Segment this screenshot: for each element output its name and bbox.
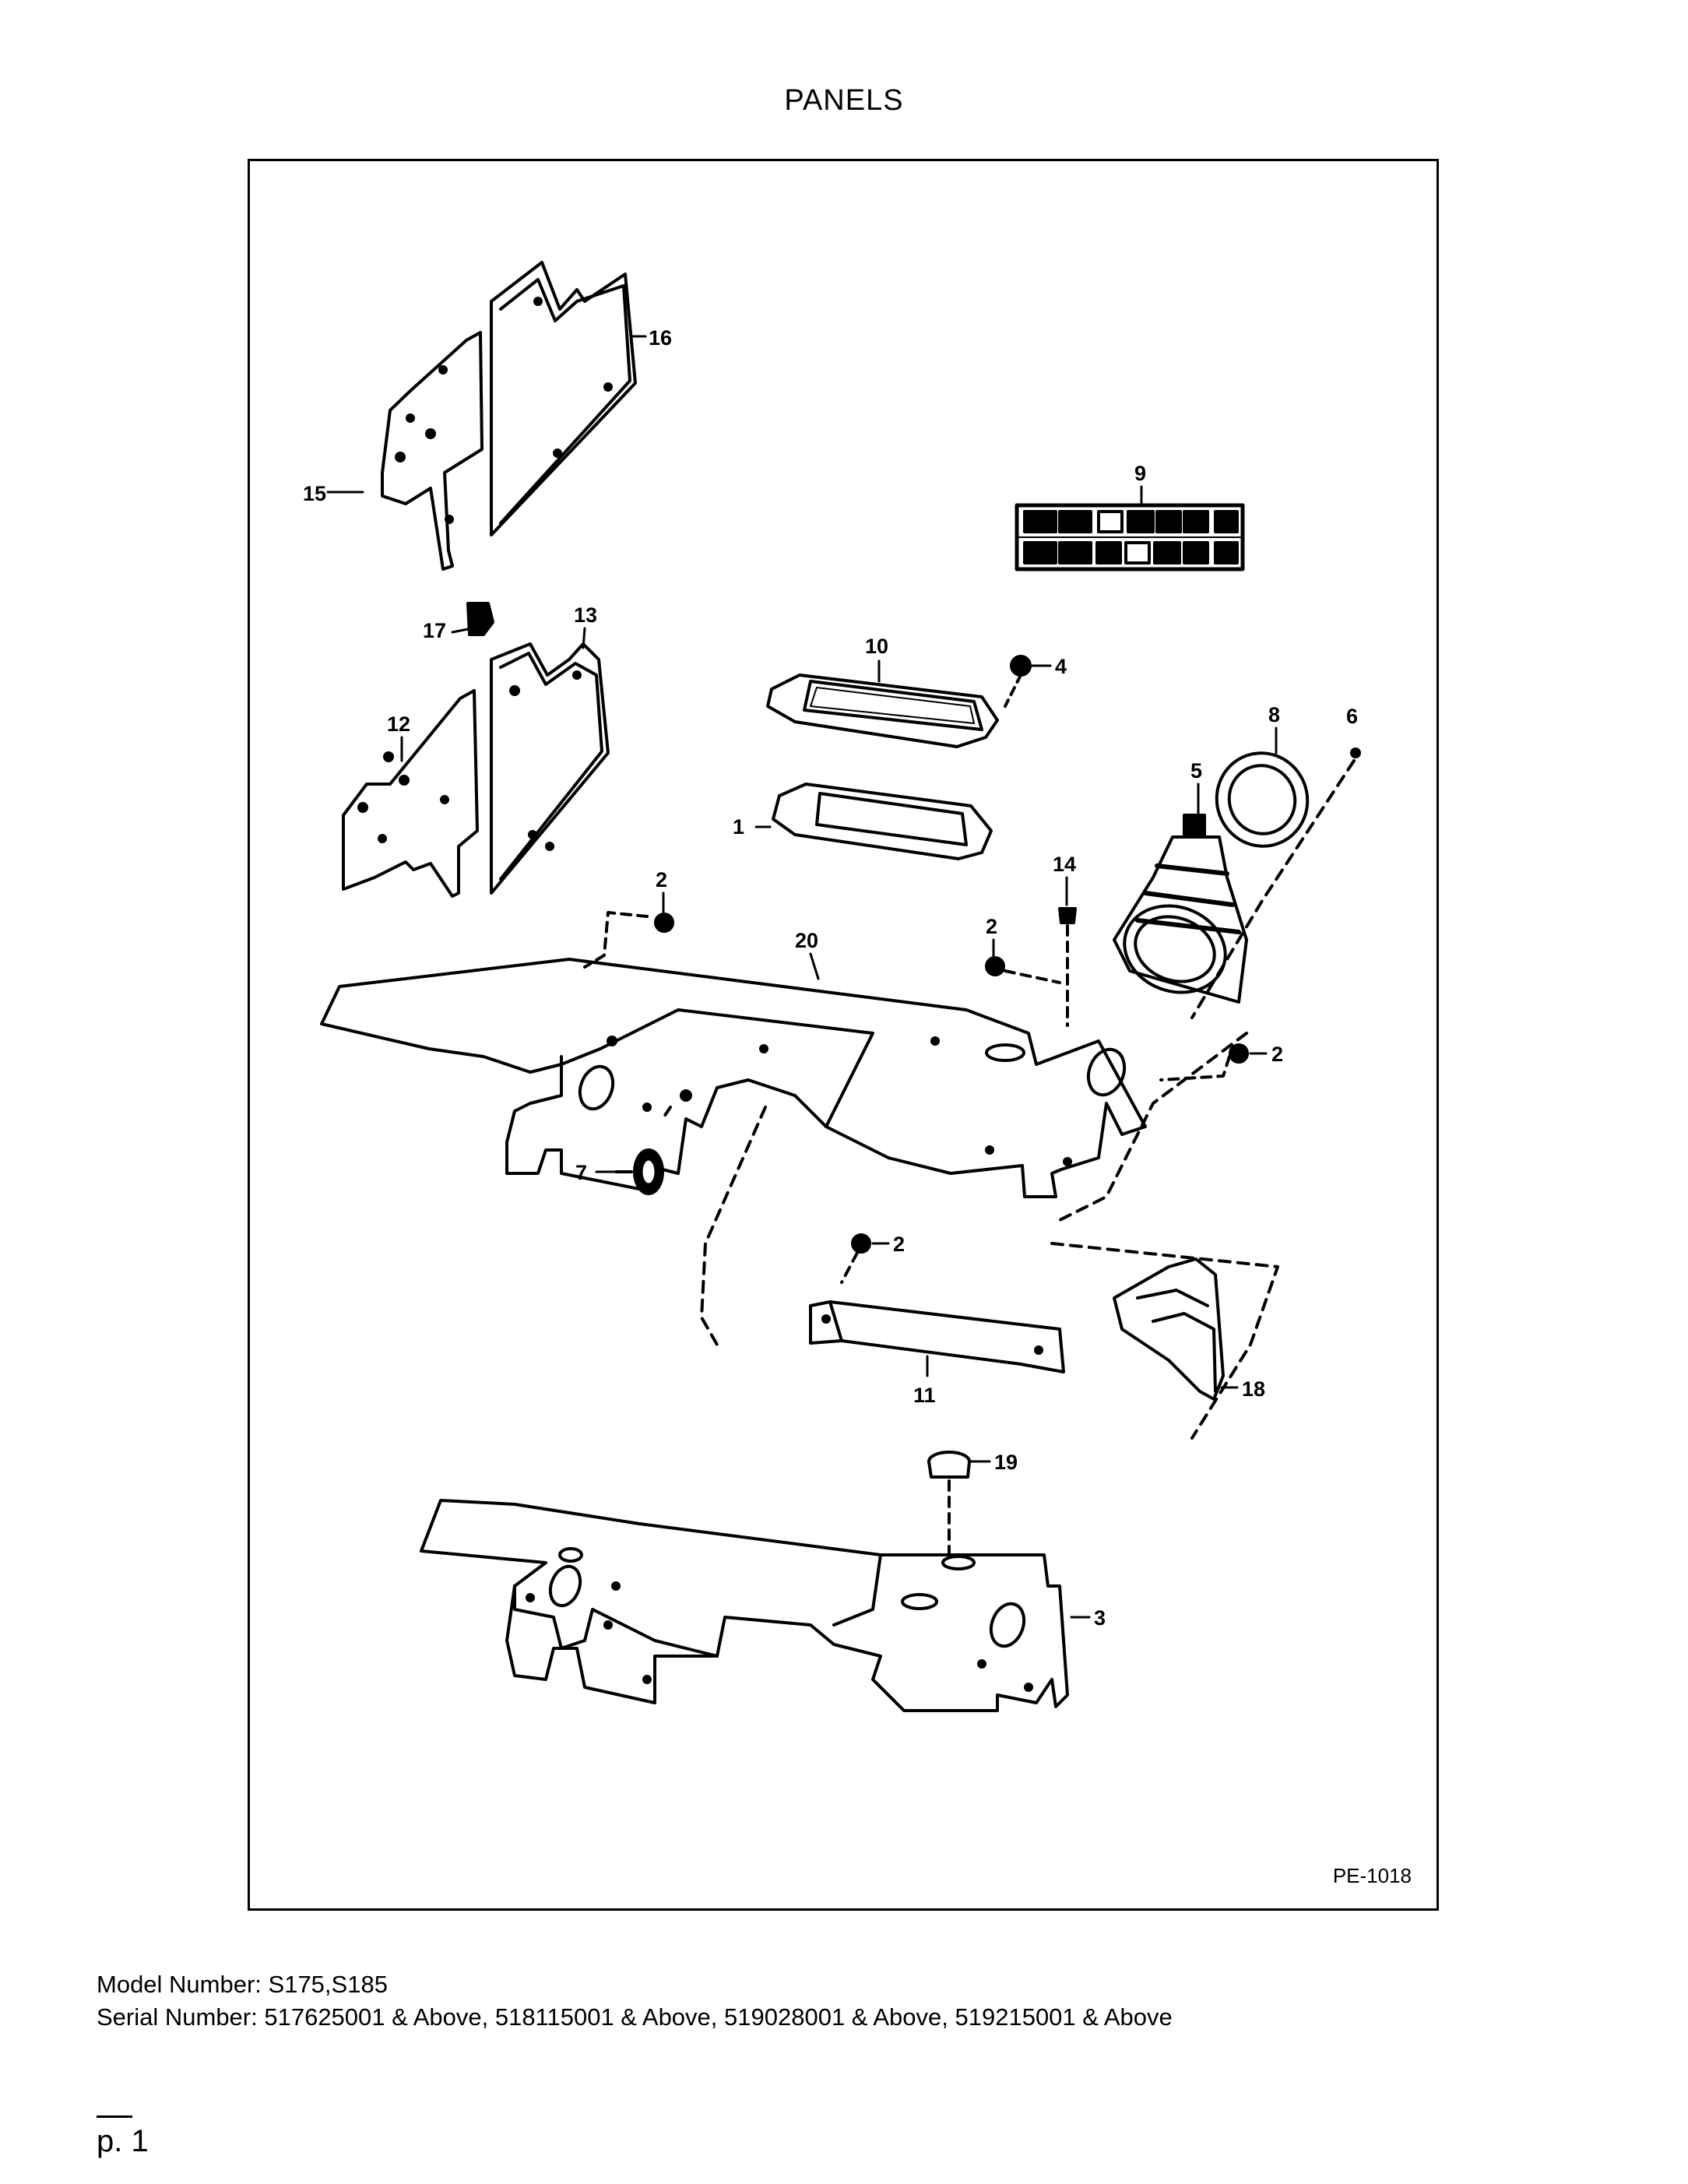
callout-2-a: 2 — [656, 868, 667, 892]
callout-18: 18 — [1242, 1377, 1265, 1401]
callout-3: 3 — [1094, 1606, 1106, 1630]
part-16-panel — [490, 261, 637, 536]
serial-number: Serial Number: 517625001 & Above, 518115… — [97, 2003, 1173, 2031]
part-18-mount — [1113, 1257, 1225, 1401]
part-15-panel — [381, 331, 484, 571]
callout-2-c: 2 — [1271, 1043, 1283, 1066]
part-6-fastener — [1190, 747, 1361, 1019]
callout-19: 19 — [994, 1451, 1018, 1474]
callout-16: 16 — [649, 326, 672, 350]
leader-lines — [326, 335, 1278, 1619]
part-12-panel — [342, 689, 479, 898]
part-2-screws — [583, 911, 1249, 1254]
callout-12: 12 — [387, 712, 410, 736]
part-10-bezel — [766, 673, 999, 748]
part-1-gasket — [772, 783, 993, 860]
model-number: Model Number: S175,S185 — [97, 1971, 388, 1998]
callout-2-d: 2 — [893, 1233, 905, 1256]
page-title: PANELS — [784, 84, 904, 117]
part-8-ring — [1215, 751, 1310, 848]
figure-code: PE-1018 — [1332, 1864, 1412, 1887]
exploded-parts-diagram: 16 15 9 17 13 10 4 8 6 5 12 1 2 14 2 20 … — [303, 261, 1361, 1712]
part-13-panel — [490, 642, 610, 895]
callout-numbers: 16 15 9 17 13 10 4 8 6 5 12 1 2 14 2 20 … — [303, 326, 1358, 1630]
part-11-bracket — [809, 1300, 1065, 1373]
callout-9: 9 — [1134, 462, 1146, 485]
part-3-dash-panel — [420, 1499, 1069, 1712]
callout-20: 20 — [795, 929, 818, 952]
diagram-frame: 16 15 9 17 13 10 4 8 6 5 12 1 2 14 2 20 … — [248, 159, 1439, 1911]
part-19-cap — [927, 1451, 971, 1560]
part-20-dash-panel — [320, 958, 1147, 1198]
callout-17: 17 — [423, 619, 446, 642]
callout-2-b: 2 — [986, 915, 997, 938]
callout-6: 6 — [1346, 705, 1358, 728]
part-17-knob — [466, 602, 494, 636]
model-serial-info: Model Number: S175,S185 Serial Number: 5… — [97, 1968, 1173, 2034]
part-5-boot — [1113, 814, 1248, 1004]
page-number: p. 1 — [97, 2124, 149, 2158]
callout-10: 10 — [865, 635, 888, 658]
callout-1: 1 — [733, 815, 744, 839]
callout-7: 7 — [575, 1161, 587, 1184]
callout-11: 11 — [913, 1384, 936, 1407]
part-14-plug — [1058, 907, 1077, 1027]
callout-14: 14 — [1053, 853, 1076, 876]
part-9-decal — [1015, 503, 1245, 571]
assembly-lines — [661, 1106, 1279, 1440]
callout-13: 13 — [574, 603, 597, 627]
callout-15: 15 — [303, 482, 326, 505]
page-number-rule — [97, 2115, 132, 2118]
callout-5: 5 — [1190, 759, 1202, 783]
callout-4: 4 — [1055, 655, 1067, 678]
callout-8: 8 — [1268, 703, 1280, 726]
part-4-screw — [1004, 655, 1032, 708]
